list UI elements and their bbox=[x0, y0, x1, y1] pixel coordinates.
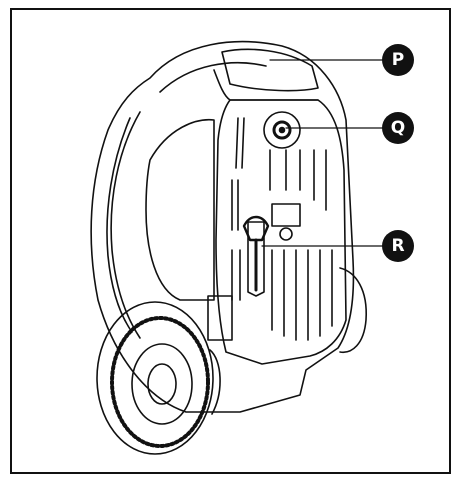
plate-window bbox=[271, 203, 301, 227]
body-shell bbox=[90, 40, 355, 413]
knob-center bbox=[278, 126, 286, 134]
callout-r: R bbox=[382, 230, 414, 262]
knob-inner bbox=[272, 120, 292, 140]
plate-ribs bbox=[231, 117, 333, 341]
latch-slot bbox=[247, 221, 265, 297]
callout-p: P bbox=[382, 44, 414, 76]
front-wheel-hub bbox=[147, 363, 177, 405]
mid-detail bbox=[207, 295, 233, 341]
front-wheel-rim bbox=[110, 316, 210, 448]
front-wheel-axle bbox=[209, 349, 221, 415]
figure-frame bbox=[10, 8, 451, 474]
top-cover bbox=[221, 48, 319, 92]
body-side-contour bbox=[110, 61, 267, 339]
knob-outer bbox=[263, 111, 301, 149]
top-cover-edge bbox=[213, 69, 319, 101]
front-wheel-inner bbox=[131, 343, 193, 425]
latch-handle bbox=[242, 215, 270, 242]
side-wheel bbox=[339, 267, 367, 353]
body-cavity bbox=[145, 118, 215, 301]
bottom-plate bbox=[215, 99, 347, 365]
callout-q: Q bbox=[382, 112, 414, 144]
front-wheel-tire bbox=[96, 301, 214, 455]
plate-port bbox=[279, 227, 293, 241]
